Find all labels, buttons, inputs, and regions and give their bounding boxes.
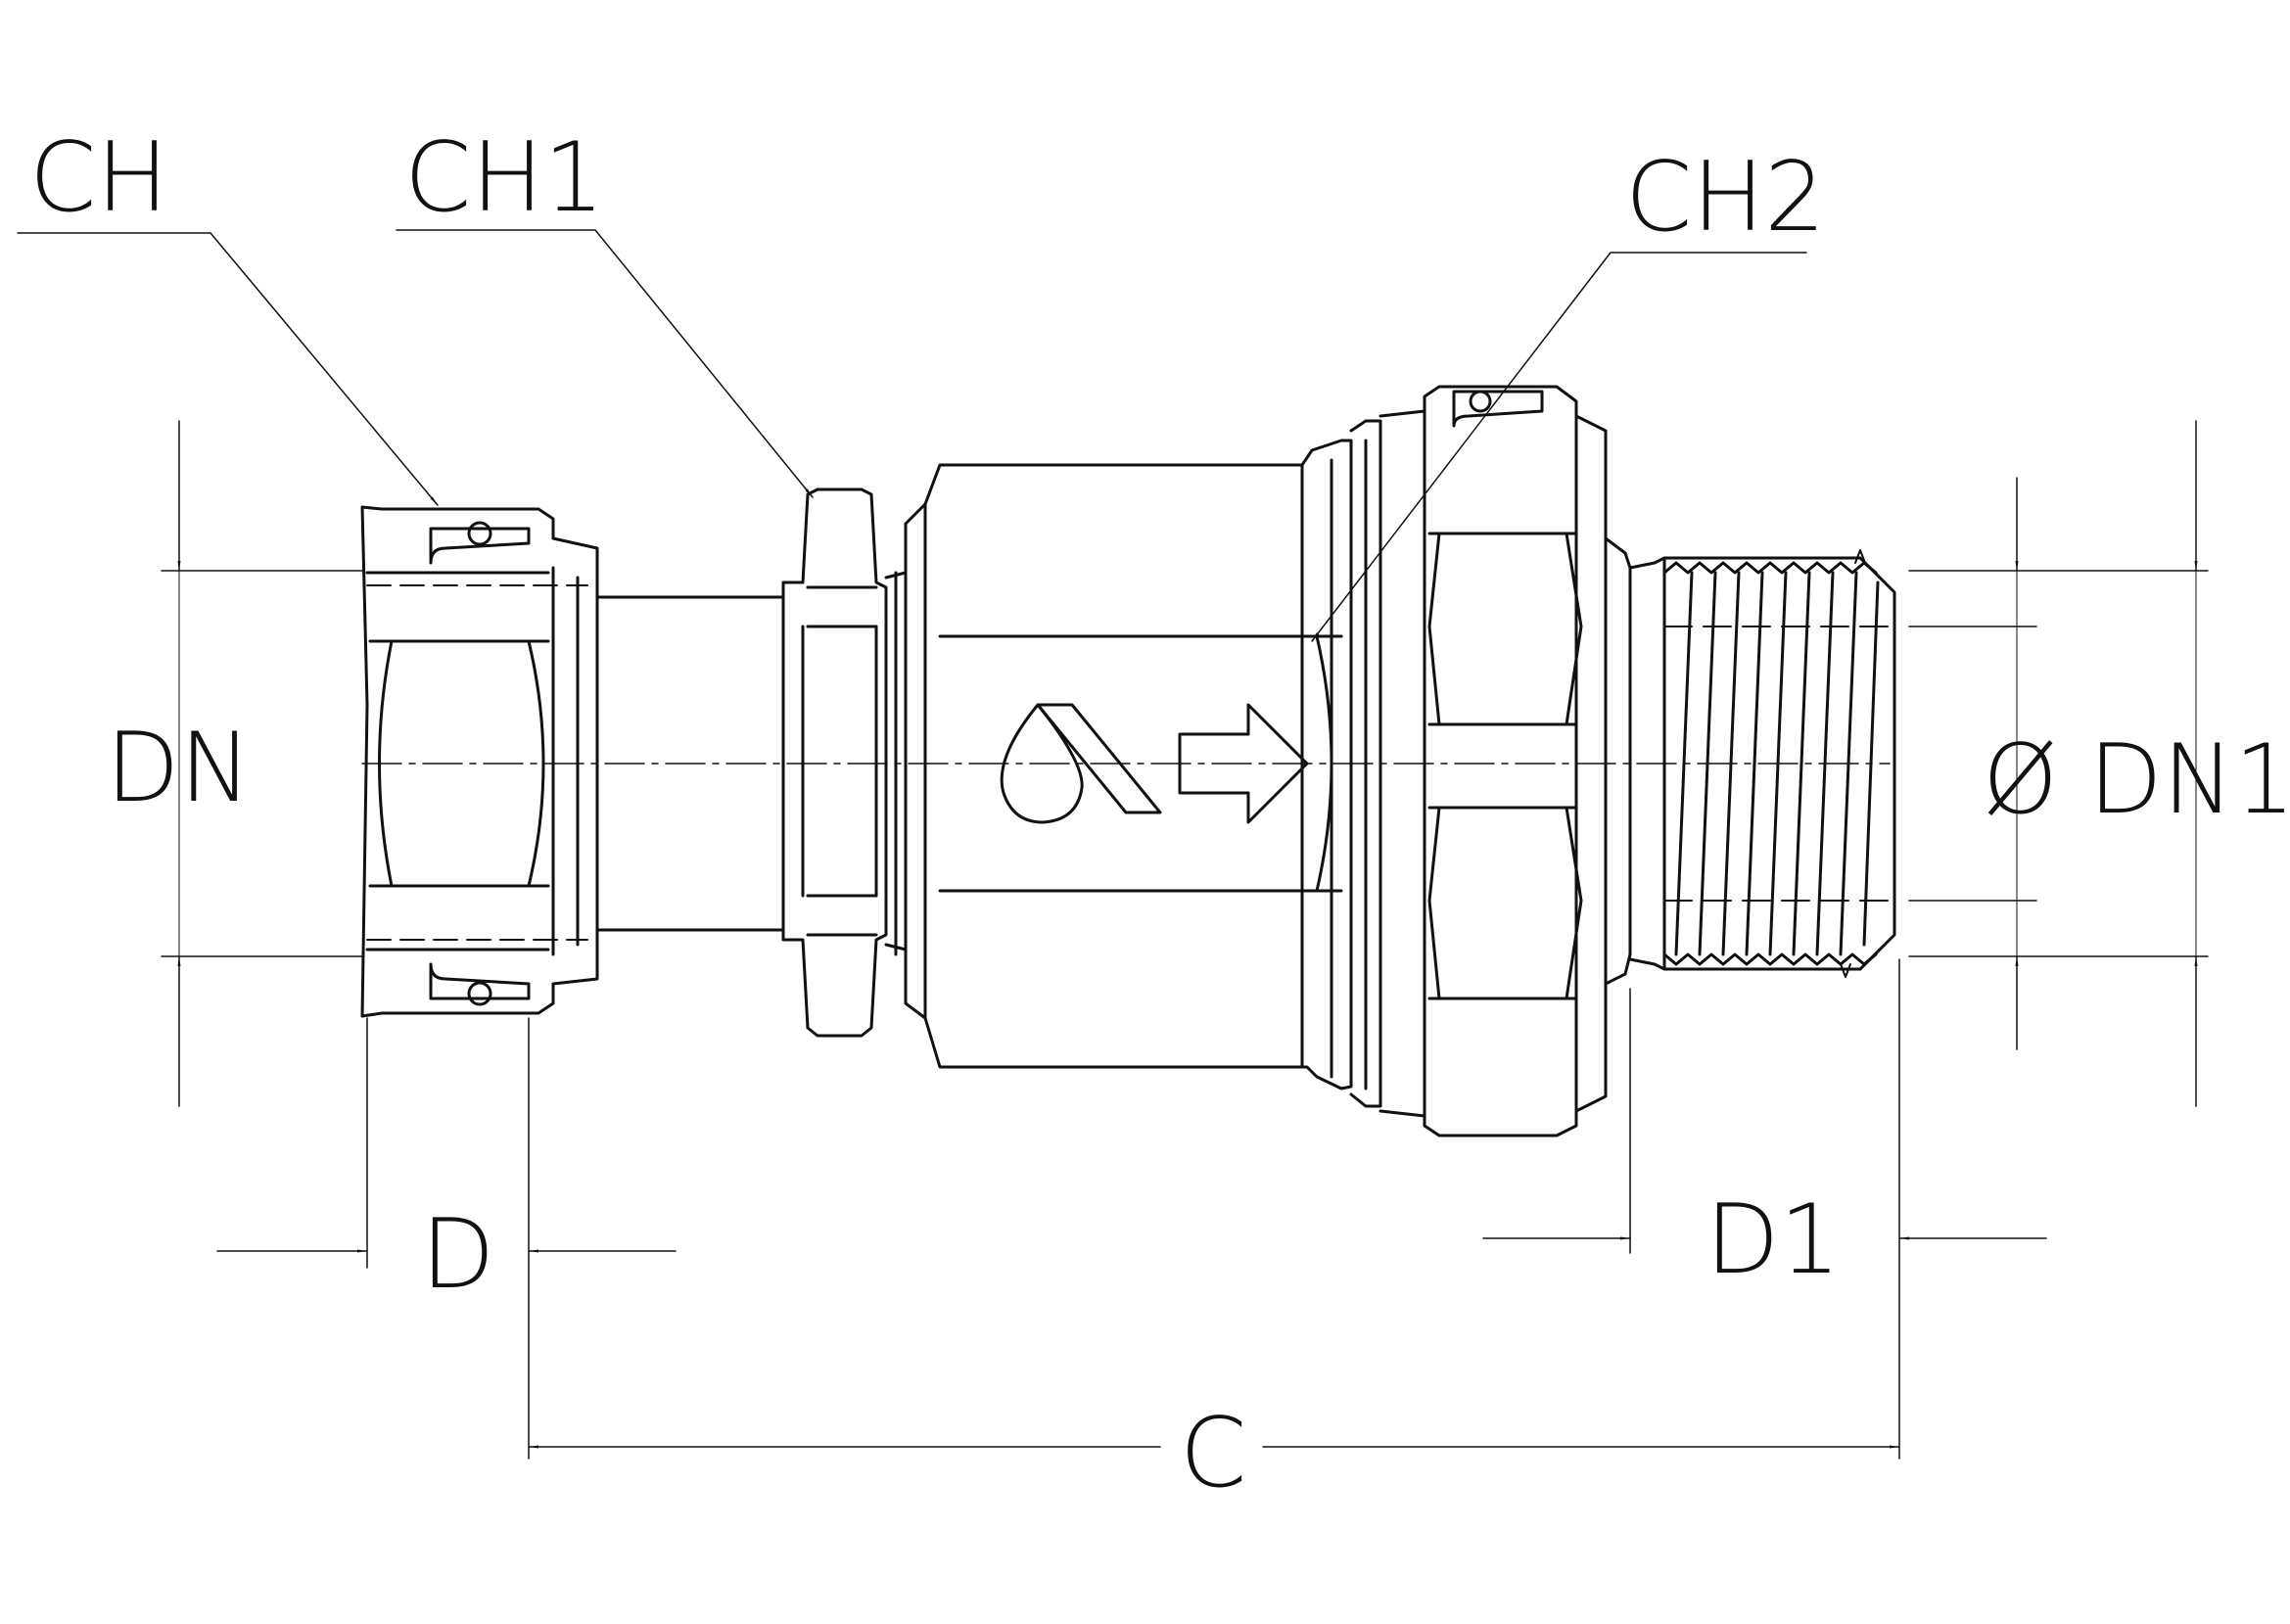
dim-d1 xyxy=(1482,958,2047,1460)
leader-ch1 xyxy=(396,229,814,498)
dim-dn xyxy=(161,420,363,1107)
dim-d xyxy=(216,1017,677,1460)
label-dn1: Ø DN1 xyxy=(1983,724,2290,836)
flow-direction-arrow-icon xyxy=(1178,703,1309,824)
dim-dn1 xyxy=(1908,420,2209,1107)
leader-ch xyxy=(17,232,439,506)
nut-ch2 xyxy=(1423,385,1632,1137)
nut-ch xyxy=(360,505,599,1018)
label-c: C xyxy=(1180,1398,1246,1509)
label-d1: D1 xyxy=(1706,1184,1841,1296)
leader-lines xyxy=(17,229,1807,642)
label-dn: DN xyxy=(106,713,252,824)
label-ch: CH xyxy=(29,122,168,234)
label-d: D xyxy=(421,1199,494,1311)
leader-ch2 xyxy=(1311,252,1807,642)
drop-logo-icon xyxy=(1000,703,1162,824)
label-ch1: CH1 xyxy=(404,122,604,234)
connecting-tube xyxy=(595,595,785,932)
label-ch2: CH2 xyxy=(1625,142,1825,254)
nut-ch1 xyxy=(781,487,908,1038)
